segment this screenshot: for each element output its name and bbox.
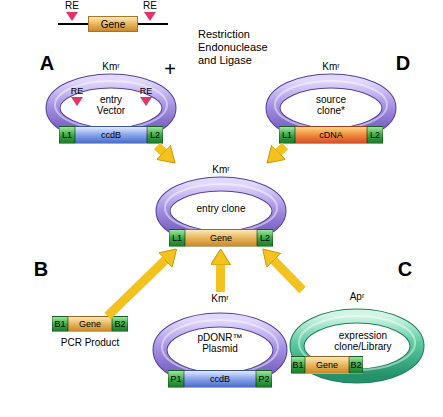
plasmid-name: source clone*	[301, 93, 361, 117]
resistance-marker: Kmʳ	[91, 60, 131, 72]
att-site: P2	[256, 370, 272, 388]
ccdb-cassette: L1ccdBL2	[59, 126, 163, 144]
plasmid-name: entry clone	[193, 196, 249, 220]
resistance-marker: Kmʳ	[201, 163, 241, 175]
pcr-product: B1GeneB2PCR Product	[52, 316, 128, 350]
att-site: L2	[367, 126, 383, 144]
reaction-note: Restriction Endonuclease and Ligase	[198, 28, 282, 67]
att-site: P1	[168, 370, 184, 388]
source-clone-plasmid: Kmʳ source clone* L1cDNAL2	[265, 60, 397, 146]
gene-segment: Gene	[68, 316, 112, 332]
att-site: B1	[291, 356, 305, 374]
att-site: B1	[52, 316, 68, 332]
plasmid-ring-outline	[297, 316, 417, 376]
insert-segment: ccdB	[75, 126, 147, 144]
ccdb-cassette: P1ccdBP2	[168, 370, 272, 388]
plasmid-name: entry Vector	[85, 93, 137, 117]
insert-segment: Gene	[305, 356, 349, 374]
restriction-site-marker	[66, 12, 78, 21]
resistance-marker: Kmʳ	[311, 60, 351, 72]
product-caption: PCR Product	[46, 336, 134, 348]
insert-segment: Gene	[185, 229, 257, 247]
restriction-site-label: RE	[138, 0, 162, 12]
resistance-marker: Kmʳ	[200, 292, 240, 304]
restriction-site-marker	[71, 97, 83, 106]
restriction-site-marker	[140, 97, 152, 106]
restriction-site-marker	[144, 12, 156, 21]
reaction-arrow	[157, 146, 168, 156]
reaction-arrow	[108, 256, 170, 316]
panel-letter: C	[394, 258, 416, 280]
insert-segment: ccdB	[184, 370, 256, 388]
entry-clone-plasmid: Kmʳ entry cloneL1GeneL2	[155, 163, 287, 249]
plasmid-name: expression clone/Library	[325, 328, 401, 354]
gene-fragment: Gene	[88, 16, 138, 32]
gene-cassette: L1GeneL2	[169, 229, 273, 247]
plasmid-ring-highlight	[275, 81, 387, 129]
att-site: B2	[349, 356, 363, 374]
att-site: L2	[147, 126, 163, 144]
entry-vector-plasmid: Kmʳ entry VectorL1ccdBL2	[45, 60, 177, 146]
insert-segment: cDNA	[295, 126, 367, 144]
att-site: B2	[112, 316, 128, 332]
restriction-site-label: RE	[60, 0, 84, 12]
att-site: L2	[257, 229, 273, 247]
panel-letter: A	[36, 52, 58, 74]
reaction-arrow	[274, 146, 285, 156]
plasmid-ring-highlight	[162, 320, 278, 374]
plasmid-ring-highlight	[55, 81, 167, 129]
reaction-arrow	[270, 256, 303, 290]
cdna-cassette: L1cDNAL2	[279, 126, 383, 144]
plasmid-ring-highlight	[165, 184, 277, 232]
att-site: L1	[279, 126, 295, 144]
plus-sign: +	[160, 58, 180, 80]
att-site: L1	[59, 126, 75, 144]
pdonr-plasmid: KmʳpDONR™ PlasmidP1ccdBP2	[150, 292, 290, 396]
gene-segment: Gene	[89, 17, 137, 31]
expression-clone-plasmid: Apʳ expression clone/LibraryB1GeneB2	[283, 290, 423, 394]
reaction-arrow	[216, 259, 225, 292]
att-site: L1	[169, 229, 185, 247]
panel-letter: D	[392, 52, 414, 74]
plasmid-name: pDONR™ Plasmid	[186, 330, 254, 356]
plasmid-ring-body	[297, 316, 417, 376]
gene-cassette: B1GeneB2	[291, 356, 363, 374]
resistance-marker: Apʳ	[337, 290, 377, 302]
panel-letter: B	[30, 258, 52, 280]
restriction-site-label: RE	[135, 86, 157, 97]
restriction-site-label: RE	[66, 86, 88, 97]
